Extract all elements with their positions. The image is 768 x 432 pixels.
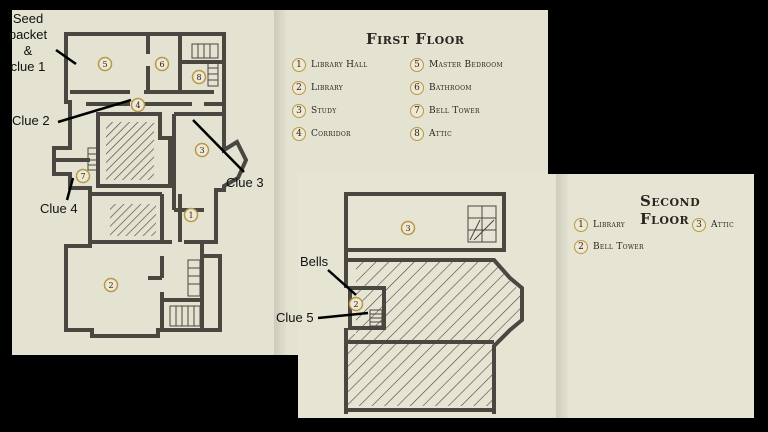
hatched-area bbox=[348, 260, 522, 406]
first-floor-title: First Floor bbox=[366, 30, 465, 48]
svg-text:4: 4 bbox=[135, 101, 140, 110]
hatched-area bbox=[110, 204, 156, 236]
svg-text:5: 5 bbox=[102, 60, 107, 69]
svg-text:2: 2 bbox=[353, 300, 358, 309]
legend-label: Study bbox=[311, 106, 337, 116]
legend-item-library: 1 Library bbox=[574, 218, 625, 232]
legend-item-corridor: 4 Corridor bbox=[292, 127, 351, 141]
annotation-text: packet bbox=[8, 27, 48, 42]
legend-number: 2 bbox=[292, 81, 306, 95]
annotation-text: clue 1 bbox=[10, 59, 46, 74]
svg-text:6: 6 bbox=[159, 60, 164, 69]
legend-number: 1 bbox=[292, 58, 306, 72]
annotation-text: Seed bbox=[12, 11, 44, 26]
svg-text:2: 2 bbox=[108, 281, 113, 290]
svg-text:3: 3 bbox=[199, 146, 204, 155]
legend-item-library-hall: 1 Library Hall bbox=[292, 58, 368, 72]
legend-number: 7 bbox=[410, 104, 424, 118]
room-marker-1[interactable]: 1 bbox=[183, 207, 199, 223]
first-floor-plan: 5 6 8 4 3 1 7 bbox=[52, 32, 249, 338]
legend-number: 6 bbox=[410, 81, 424, 95]
legend-label: Library bbox=[593, 220, 626, 230]
legend-label: Bathroom bbox=[429, 83, 472, 93]
room-marker-7[interactable]: 7 bbox=[75, 168, 91, 184]
svg-text:7: 7 bbox=[80, 172, 85, 181]
stairs-icon bbox=[369, 205, 497, 327]
legend-number: 3 bbox=[692, 218, 706, 232]
hatched-area bbox=[106, 122, 154, 180]
svg-text:8: 8 bbox=[196, 73, 201, 82]
svg-text:3: 3 bbox=[405, 224, 410, 233]
legend-label: Bell Tower bbox=[593, 242, 644, 252]
legend-number: 5 bbox=[410, 58, 424, 72]
legend-item-bell-tower: 7 Bell Tower bbox=[410, 104, 480, 118]
legend-number: 3 bbox=[292, 104, 306, 118]
legend-label: Bell Tower bbox=[429, 106, 480, 116]
second-floor-page: 3 2 Second Floor 1 Library 2 Bell Tower … bbox=[298, 174, 754, 418]
seed-packet-annotation: Seed packet & clue 1 bbox=[4, 11, 52, 75]
legend-item-library: 2 Library bbox=[292, 81, 343, 95]
room-marker-8[interactable]: 8 bbox=[191, 69, 207, 85]
clue4-annotation: Clue 4 bbox=[40, 201, 78, 216]
clue2-annotation: Clue 2 bbox=[12, 113, 50, 128]
page-fold bbox=[556, 174, 570, 418]
legend-label: Attic bbox=[429, 129, 453, 139]
room-marker-4[interactable]: 4 bbox=[130, 97, 146, 113]
legend-label: Master Bedroom bbox=[429, 60, 503, 70]
page-fold bbox=[274, 10, 288, 355]
room-markers: 3 2 bbox=[348, 220, 416, 312]
bells-annotation: Bells bbox=[300, 254, 329, 269]
room-marker-3[interactable]: 3 bbox=[400, 220, 416, 236]
room-marker-2[interactable]: 2 bbox=[103, 277, 119, 293]
legend-item-bell-tower: 2 Bell Tower bbox=[574, 240, 644, 254]
legend-number: 1 bbox=[574, 218, 588, 232]
legend-item-attic: 3 Attic bbox=[692, 218, 734, 232]
second-floor-title: Second Floor bbox=[640, 192, 701, 228]
legend-item-study: 3 Study bbox=[292, 104, 337, 118]
room-marker-2[interactable]: 2 bbox=[348, 296, 364, 312]
room-marker-5[interactable]: 5 bbox=[97, 56, 113, 72]
first-floor-walls bbox=[52, 32, 249, 338]
legend-number: 2 bbox=[574, 240, 588, 254]
stairs-icon bbox=[87, 43, 219, 327]
room-marker-6[interactable]: 6 bbox=[154, 56, 170, 72]
legend-item-attic: 8 Attic bbox=[410, 127, 452, 141]
legend-item-bathroom: 6 Bathroom bbox=[410, 81, 472, 95]
legend-label: Attic bbox=[711, 220, 735, 230]
legend-label: Library bbox=[311, 83, 344, 93]
clue5-annotation: Clue 5 bbox=[276, 310, 314, 325]
annotation-text: & bbox=[23, 43, 33, 58]
legend-label: Corridor bbox=[311, 129, 351, 139]
room-marker-3[interactable]: 3 bbox=[194, 142, 210, 158]
svg-text:1: 1 bbox=[188, 211, 193, 220]
legend-number: 8 bbox=[410, 127, 424, 141]
legend-item-master-bedroom: 5 Master Bedroom bbox=[410, 58, 503, 72]
clue3-annotation: Clue 3 bbox=[226, 175, 264, 190]
legend-number: 4 bbox=[292, 127, 306, 141]
legend-label: Library Hall bbox=[311, 60, 368, 70]
